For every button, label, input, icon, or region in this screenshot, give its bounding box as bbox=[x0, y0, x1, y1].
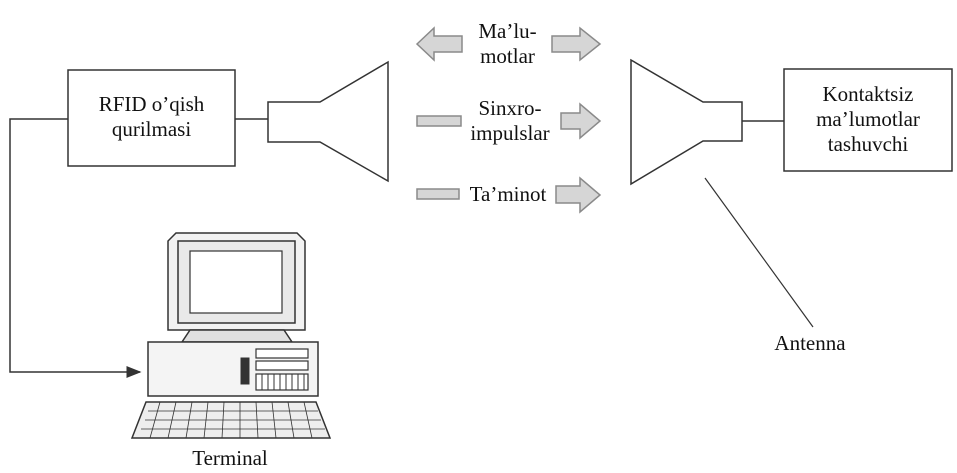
power-signal-label: Ta’minot bbox=[457, 182, 559, 207]
data-arrows bbox=[415, 26, 602, 62]
antenna-leader-line bbox=[704, 177, 814, 328]
arrow-right-icon bbox=[551, 26, 602, 62]
power-arrow bbox=[416, 176, 602, 214]
keyboard-keys bbox=[141, 401, 325, 439]
power-arrow-tail bbox=[416, 188, 460, 200]
reader-antenna bbox=[267, 60, 389, 183]
carrier-label: Kontaktsiz ma’lumotlar tashuvchi bbox=[784, 82, 952, 157]
terminal-label: Terminal bbox=[192, 446, 268, 470]
carrier-label-line2: ma’lumotlar bbox=[816, 107, 920, 131]
sync-arrow bbox=[416, 102, 602, 140]
data-signal-line2: motlar bbox=[480, 44, 535, 68]
reader-label: RFID o’qish qurilmasi bbox=[68, 92, 235, 142]
vent-grille bbox=[255, 373, 309, 391]
terminal-computer-icon bbox=[130, 232, 332, 439]
carrier-antenna bbox=[630, 58, 743, 186]
drive-bay-upper bbox=[255, 348, 309, 359]
vent-slots bbox=[261, 374, 305, 390]
arrow-left-icon bbox=[415, 26, 463, 62]
sync-arrow-tail bbox=[416, 115, 462, 127]
reader-label-line2: qurilmasi bbox=[111, 117, 192, 141]
power-arrow-head-icon bbox=[555, 176, 602, 214]
sync-signal-line2: impulslar bbox=[470, 121, 550, 145]
antenna-label: Antenna bbox=[774, 331, 846, 355]
reader-label-line1: RFID o’qish bbox=[98, 92, 205, 116]
reader-terminal-wire bbox=[9, 118, 142, 378]
power-switch bbox=[240, 357, 250, 385]
sync-arrow-head-icon bbox=[560, 102, 602, 140]
carrier-label-line3: tashuvchi bbox=[827, 132, 909, 156]
carrier-box bbox=[783, 68, 953, 172]
data-signal-line1: Ma’lu- bbox=[478, 19, 537, 43]
sync-signal-line1: Sinxro- bbox=[478, 96, 542, 120]
power-signal-line: Ta’minot bbox=[469, 182, 547, 206]
carrier-label-line1: Kontaktsiz bbox=[822, 82, 914, 106]
data-signal-label: Ma’lu- motlar bbox=[460, 19, 555, 69]
sync-signal-label: Sinxro- impulslar bbox=[455, 96, 565, 146]
reader-box bbox=[67, 69, 236, 167]
drive-bay-lower bbox=[255, 360, 309, 371]
monitor-screen bbox=[189, 250, 283, 314]
monitor-stand bbox=[180, 329, 294, 343]
